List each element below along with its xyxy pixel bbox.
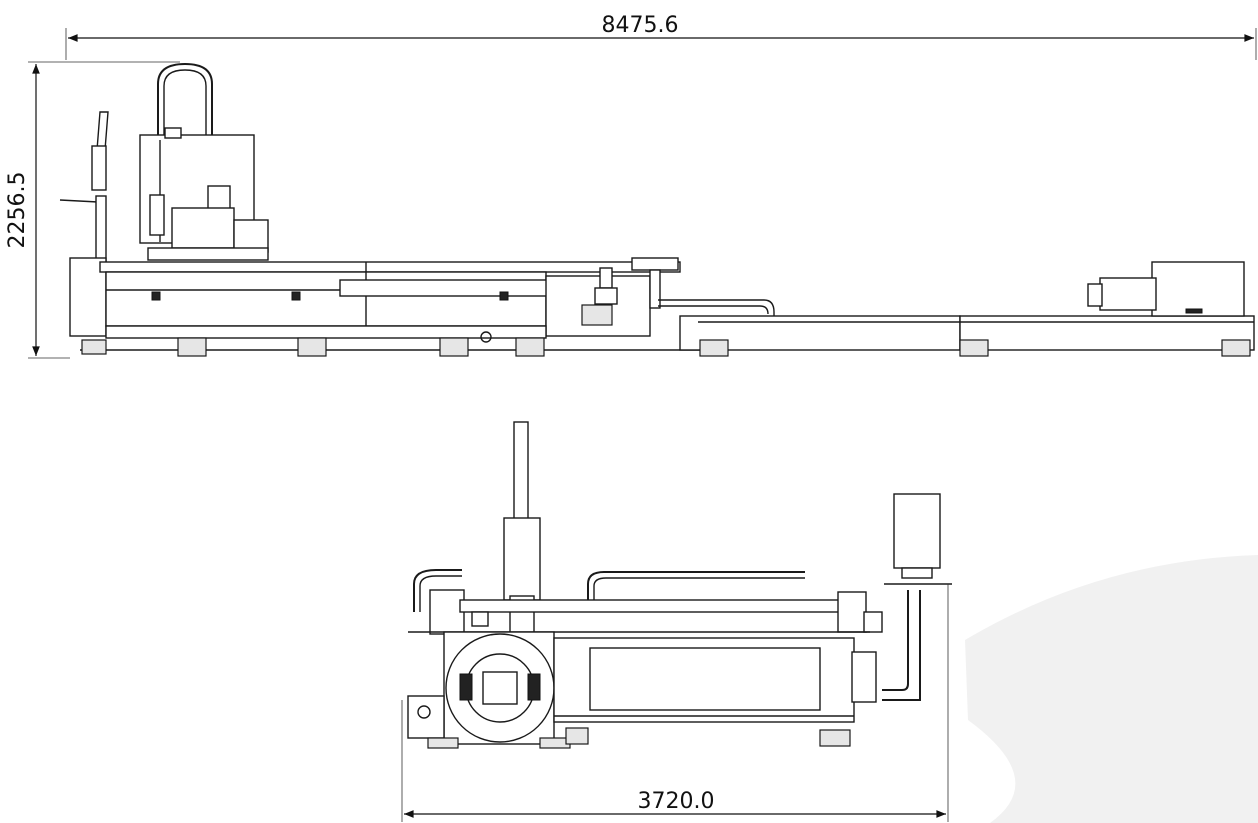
leveling-feet <box>81 337 1251 357</box>
side-view: 8475.6 2256.5 <box>5 13 1257 359</box>
rear-chuck <box>1087 261 1245 317</box>
height-dimension: 2256.5 <box>5 61 180 359</box>
rear-hose <box>658 299 775 316</box>
rotary-chuck <box>407 631 555 745</box>
background-swoosh <box>965 555 1258 823</box>
front-frame <box>553 637 877 723</box>
main-bed <box>69 257 700 351</box>
height-dimension-label: 2256.5 <box>5 172 30 249</box>
cutting-head <box>139 62 269 261</box>
front-view: 3720.0 <box>401 421 952 822</box>
width-dimension: 3720.0 <box>401 584 949 822</box>
width-dimension-label: 3720.0 <box>638 789 715 814</box>
gantry <box>408 569 883 635</box>
front-feet <box>427 727 851 749</box>
length-dimension-label: 8475.6 <box>602 13 679 38</box>
control-cabinet <box>882 493 952 701</box>
length-dimension: 8475.6 <box>65 13 1257 60</box>
